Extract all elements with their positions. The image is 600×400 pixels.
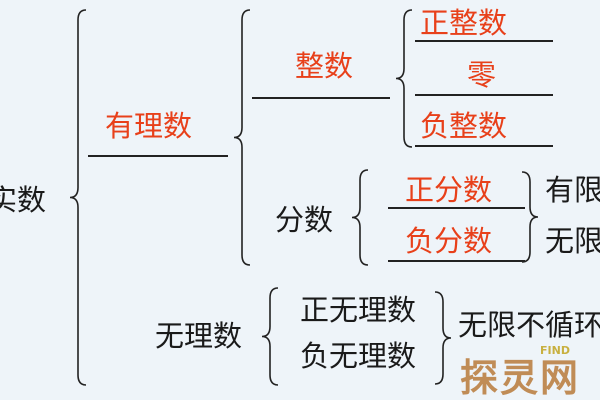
integer-underline — [252, 97, 390, 99]
line — [415, 40, 553, 42]
brace-path — [69, 9, 87, 386]
brace-path — [395, 9, 413, 148]
rational-underline — [88, 155, 228, 157]
real-number-label: 实数 — [0, 183, 47, 217]
line — [415, 94, 553, 96]
fraction-label: 分数 — [275, 203, 334, 237]
watermark-logo: 探灵网 — [460, 356, 581, 400]
positive-irrational-label: 正无理数 — [300, 293, 417, 327]
rational-label: 有理数 — [105, 109, 193, 143]
brace-path — [521, 171, 539, 263]
brace-path — [434, 291, 452, 385]
brace-path — [233, 9, 251, 266]
positive-fraction-label: 正分数 — [405, 173, 493, 207]
line — [415, 145, 553, 147]
negative-integer-label: 负整数 — [420, 109, 508, 143]
positive-integer-label: 正整数 — [420, 6, 508, 40]
brace-path — [351, 169, 369, 266]
negative-fraction-label: 负分数 — [405, 224, 493, 258]
integer-label: 整数 — [295, 49, 354, 83]
finite-label: 有限 — [545, 173, 600, 207]
non-repeating-label: 无限不循环 — [458, 308, 600, 342]
infinite-label: 无限 — [545, 224, 600, 258]
irrational-label: 无理数 — [155, 319, 243, 353]
brace-path — [261, 287, 279, 386]
line — [388, 260, 525, 262]
line — [388, 207, 525, 209]
watermark-sub: FIND — [540, 344, 570, 357]
negative-irrational-label: 负无理数 — [300, 339, 417, 373]
zero-label: 零 — [467, 58, 497, 92]
